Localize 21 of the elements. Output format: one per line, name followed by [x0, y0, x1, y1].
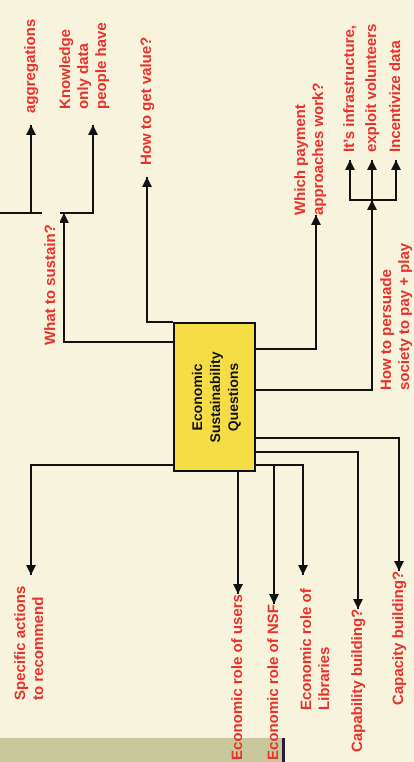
question-text: exploit volunteers — [363, 24, 381, 160]
connector-arrow — [233, 472, 243, 594]
topic-box: Economic Sustainability Questions — [173, 322, 256, 472]
connector-arrow — [256, 437, 404, 571]
connector-arrow — [256, 215, 321, 350]
question-text: Economic role of Libraries — [298, 575, 334, 710]
question-text: Which payment approaches work? — [292, 75, 328, 215]
question-text: Specific actions to recommend — [12, 575, 48, 700]
question-text: Economic role of users — [229, 594, 247, 760]
question-text: It’s infrastructure, — [341, 25, 359, 160]
question-text: Capacity building? — [390, 570, 408, 705]
connector-arrow — [256, 464, 308, 575]
question-text: Incentivize data — [387, 40, 405, 160]
question-text: Capability building? — [349, 608, 367, 752]
connector-arrow — [256, 451, 363, 609]
question-text: Knowledge only data people have — [57, 9, 111, 125]
question-text: Economic role of NSF — [265, 604, 283, 760]
question-text: How to get value? — [138, 36, 156, 177]
connector-arrow — [26, 464, 173, 575]
connector-arrow — [142, 177, 173, 323]
question-text: aggregations — [22, 18, 40, 125]
